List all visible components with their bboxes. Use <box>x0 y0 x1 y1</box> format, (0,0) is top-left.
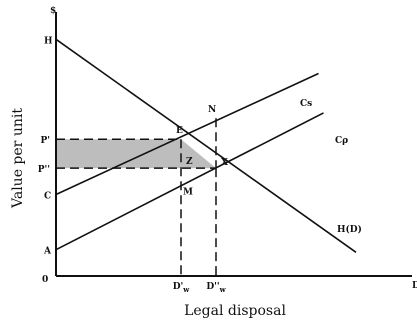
x-tick-d-double-prime: D''w <box>206 282 226 294</box>
point-label-c: C <box>44 191 51 201</box>
x-tick-d-prime-sub: w <box>182 285 190 294</box>
series-label-cp: Cρ <box>335 136 348 146</box>
series-label-hd: H(D) <box>337 224 362 235</box>
y-tick-p-double-prime: P'' <box>38 165 50 175</box>
y-tick-p-prime: P' <box>40 136 50 146</box>
point-label-h: H <box>44 36 53 46</box>
point-label-a: A <box>43 247 52 257</box>
series-line-cs <box>55 72 319 196</box>
x-axis-label: Legal disposal <box>184 303 286 319</box>
x-tick-d-prime-main: D' <box>173 282 184 292</box>
point-label-z: Z <box>186 157 193 167</box>
series-line-hd <box>55 38 357 253</box>
series-line-cp <box>55 112 324 251</box>
x-axis-end-symbol: D <box>412 281 417 291</box>
x-tick-d-double-prime-main: D'' <box>206 282 219 292</box>
point-label-x: X <box>221 158 228 168</box>
y-axis-symbol: $ <box>50 6 56 16</box>
origin-label: 0 <box>42 275 48 285</box>
shaded-region <box>56 139 216 169</box>
series-label-cs: Cs <box>300 99 312 109</box>
point-label-n: N <box>208 105 216 115</box>
point-label-m: M <box>183 187 193 197</box>
x-tick-d-double-prime-sub: w <box>219 285 227 294</box>
y-axis-label: Value per unit <box>10 108 26 209</box>
point-label-e: E <box>176 126 183 136</box>
x-tick-d-prime: D'w <box>173 282 191 294</box>
